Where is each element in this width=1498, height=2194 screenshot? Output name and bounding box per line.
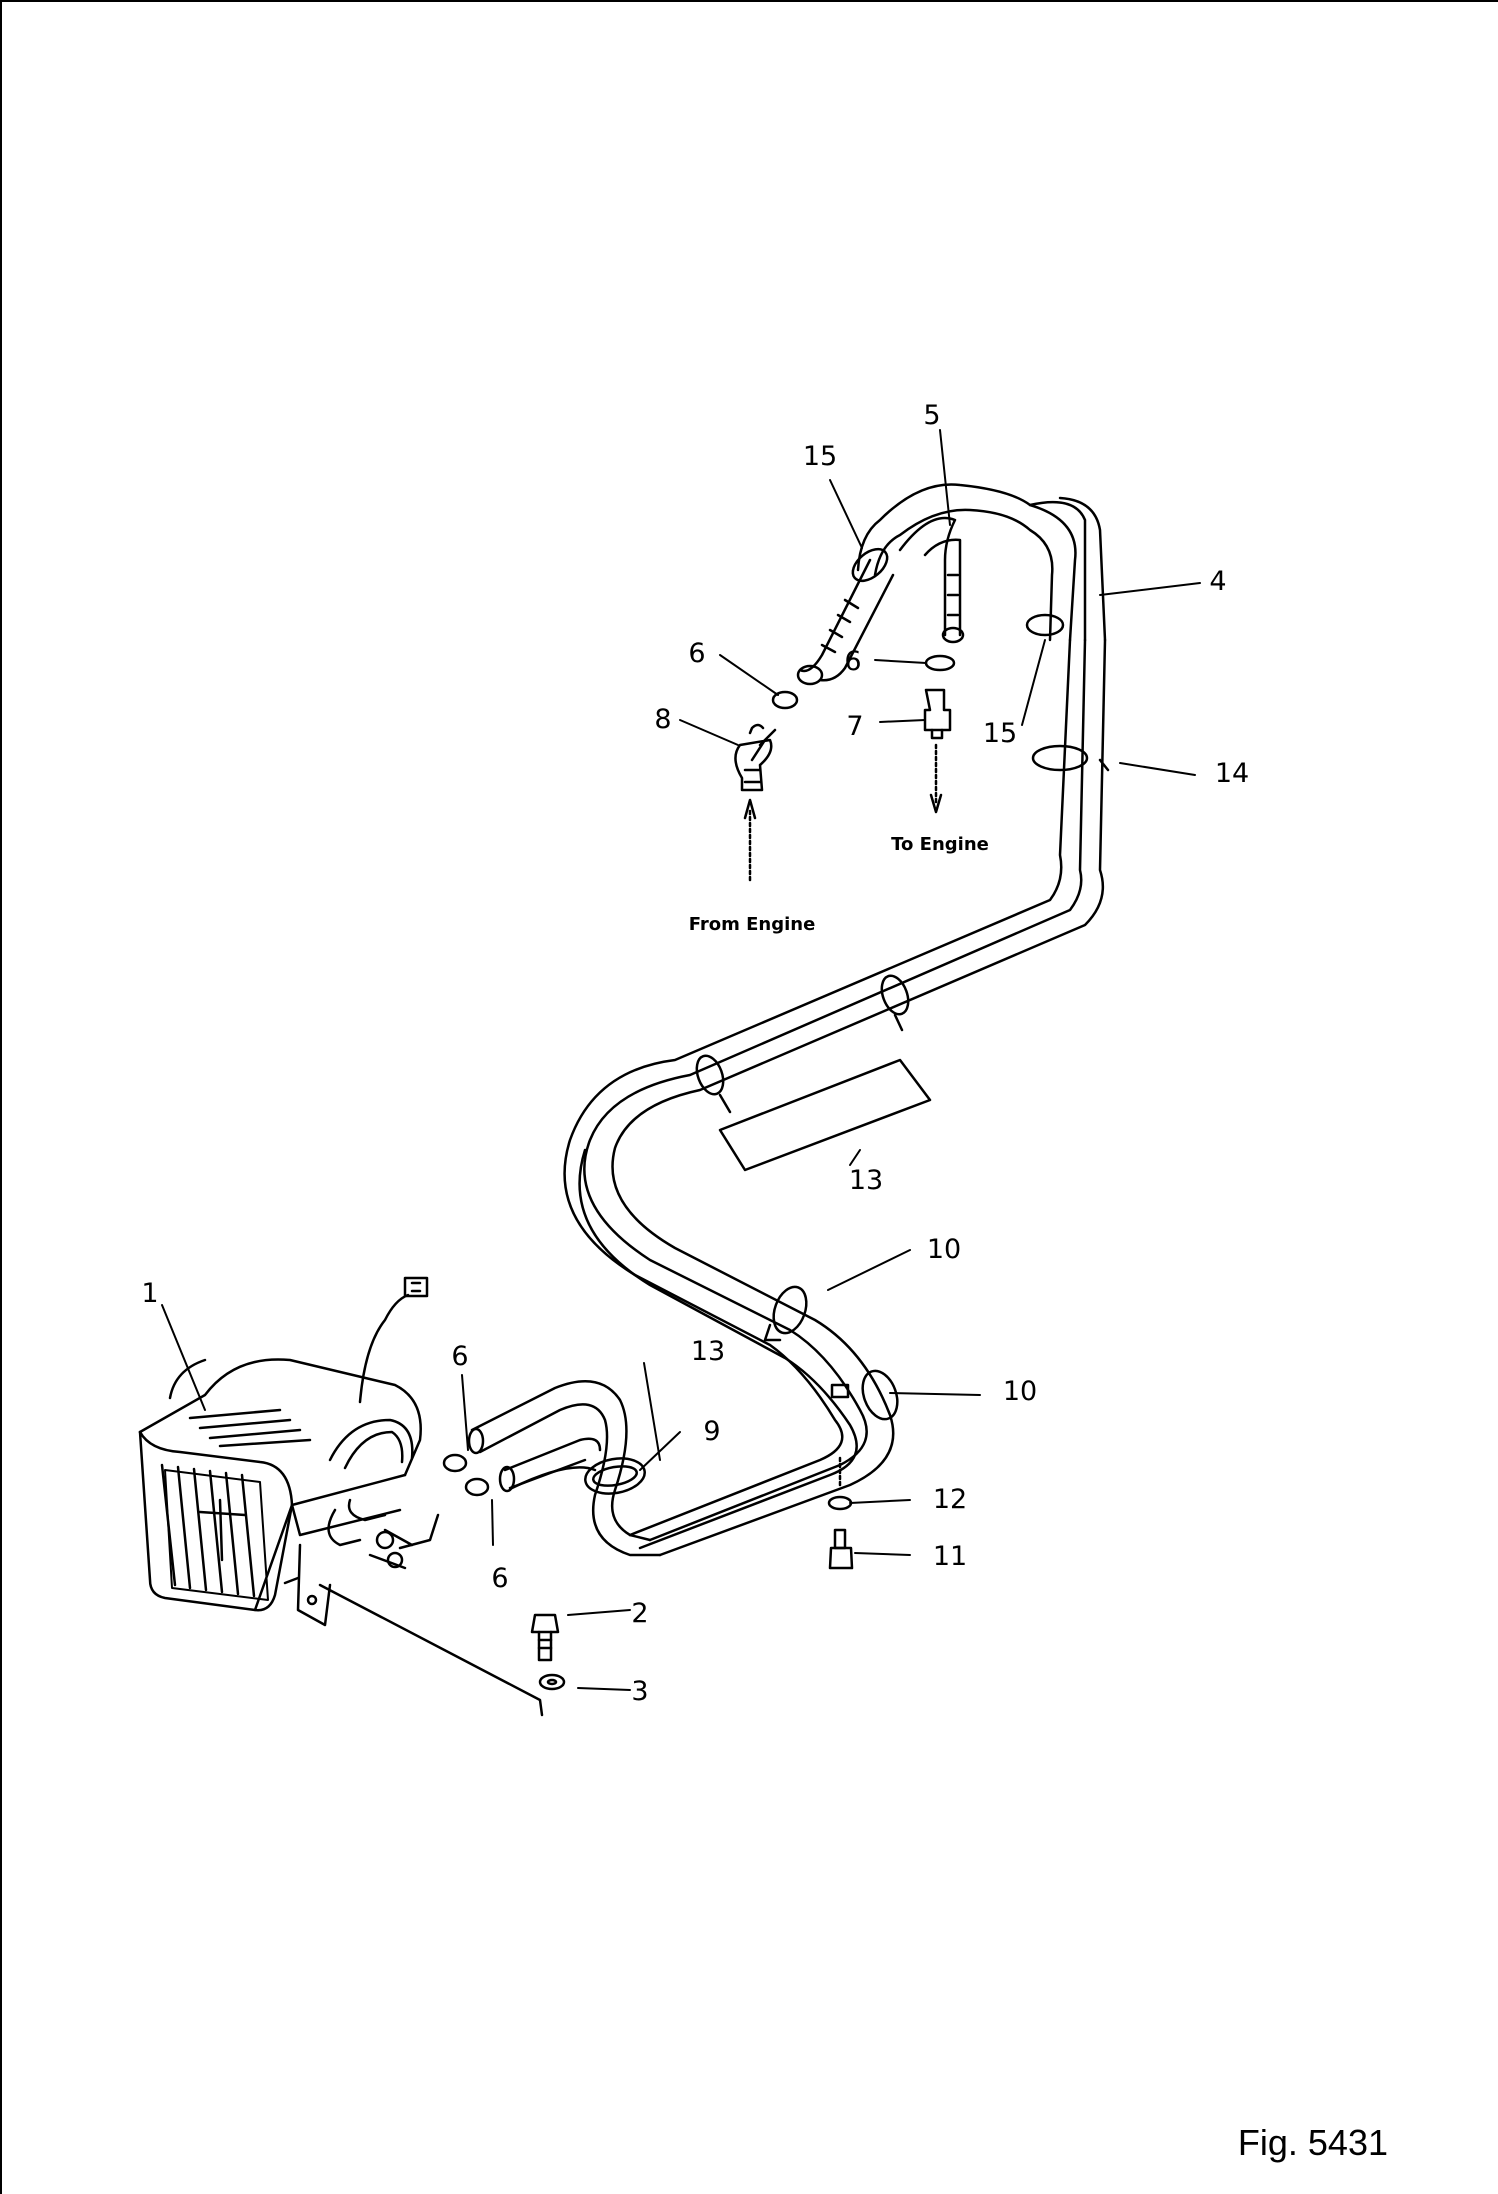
callout-6-upper-left: 6 xyxy=(688,638,705,669)
callout-1: 1 xyxy=(141,1278,158,1309)
washer-12 xyxy=(827,1495,853,1511)
callout-3: 3 xyxy=(631,1676,648,1707)
callout-13-bracket: 13 xyxy=(849,1165,883,1196)
figure-label: Fig. 5431 xyxy=(1237,2122,1388,2163)
leader-lines xyxy=(161,429,1201,1691)
callout-10-lower: 10 xyxy=(1003,1376,1037,1407)
to-engine-arrowhead xyxy=(929,793,943,814)
bolt-11 xyxy=(828,1528,854,1570)
callout-9: 9 xyxy=(703,1416,720,1447)
heater-unit xyxy=(138,1276,440,1627)
callout-15-right: 15 xyxy=(983,718,1017,749)
clamp-6-upper-left xyxy=(771,690,799,710)
callout-14: 14 xyxy=(1215,758,1249,789)
callout-5: 5 xyxy=(923,400,940,431)
to-engine-note: To Engine xyxy=(891,834,989,855)
callout-7: 7 xyxy=(846,711,863,742)
callout-2: 2 xyxy=(631,1598,648,1629)
from-engine-note: From Engine xyxy=(689,914,816,935)
fitting-8 xyxy=(734,723,777,792)
clamp-6-heater-lower xyxy=(464,1477,490,1497)
callout-11: 11 xyxy=(933,1541,967,1572)
bracket-plate xyxy=(718,1058,932,1172)
washer-3-hole xyxy=(546,1678,558,1686)
washer-3 xyxy=(538,1673,566,1691)
clamp-14 xyxy=(1031,744,1089,772)
clamp-6-upper-right xyxy=(924,654,956,672)
callout-8: 8 xyxy=(654,704,671,735)
clamp-15-upper xyxy=(851,547,889,583)
main-hose xyxy=(563,638,1107,1557)
callout-10-upper: 10 xyxy=(927,1234,961,1265)
mounting-line xyxy=(318,1583,544,1717)
clamp-15-right xyxy=(1025,613,1065,637)
upper-hoses xyxy=(796,483,1107,686)
callout-6-upper-right: 6 xyxy=(844,646,861,677)
callout-12: 12 xyxy=(933,1484,967,1515)
from-engine-arrowhead xyxy=(743,798,757,820)
bolt-2 xyxy=(530,1613,560,1662)
clamp-6-heater-upper xyxy=(442,1453,468,1473)
fitting-7 xyxy=(923,688,952,740)
callout-13-clamp: 13 xyxy=(691,1336,725,1367)
clamp-14-tab xyxy=(1098,758,1110,772)
hose-clamps xyxy=(584,974,910,1495)
callout-4: 4 xyxy=(1209,566,1226,597)
callout-15-upper: 15 xyxy=(803,441,837,472)
callout-6-heater-lower: 6 xyxy=(491,1563,508,1594)
callout-6-heater-upper: 6 xyxy=(451,1341,468,1372)
